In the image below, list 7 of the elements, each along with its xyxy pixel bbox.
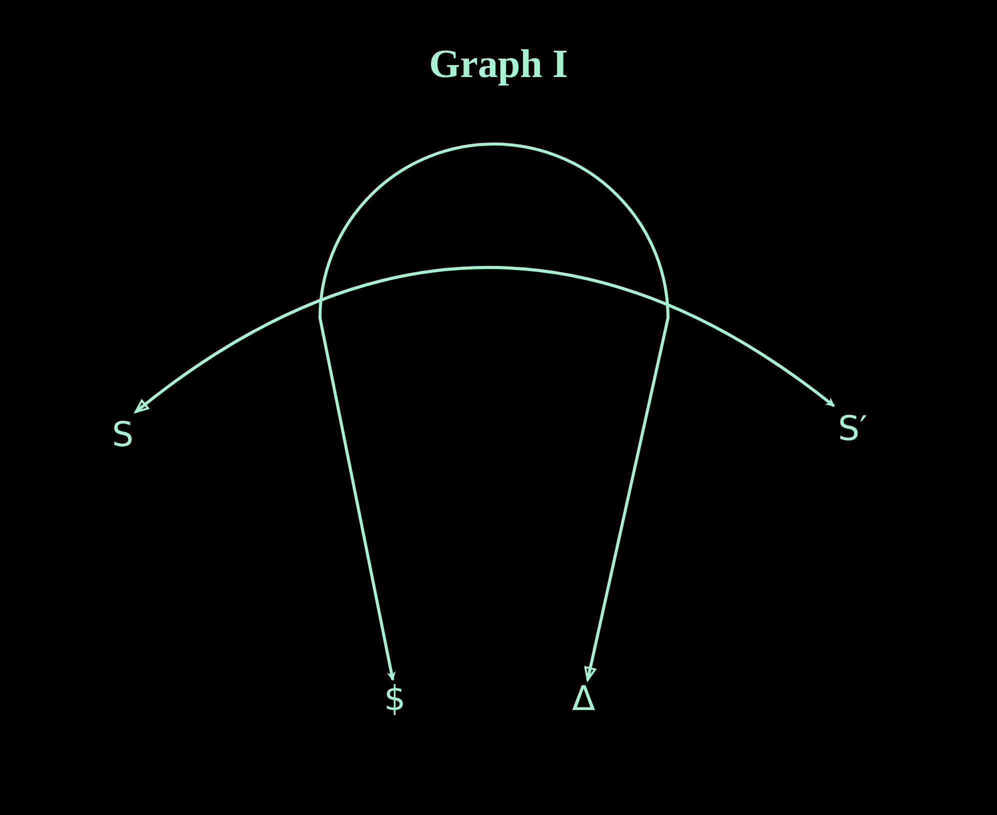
- node-label: $: [384, 682, 406, 716]
- arrow: [318, 142, 670, 681]
- node-label: S: [112, 418, 134, 452]
- node-label: S′: [838, 412, 868, 446]
- arrow: [134, 266, 835, 414]
- diagram-title: Graph I: [429, 41, 568, 86]
- node-label: Δ: [572, 682, 596, 716]
